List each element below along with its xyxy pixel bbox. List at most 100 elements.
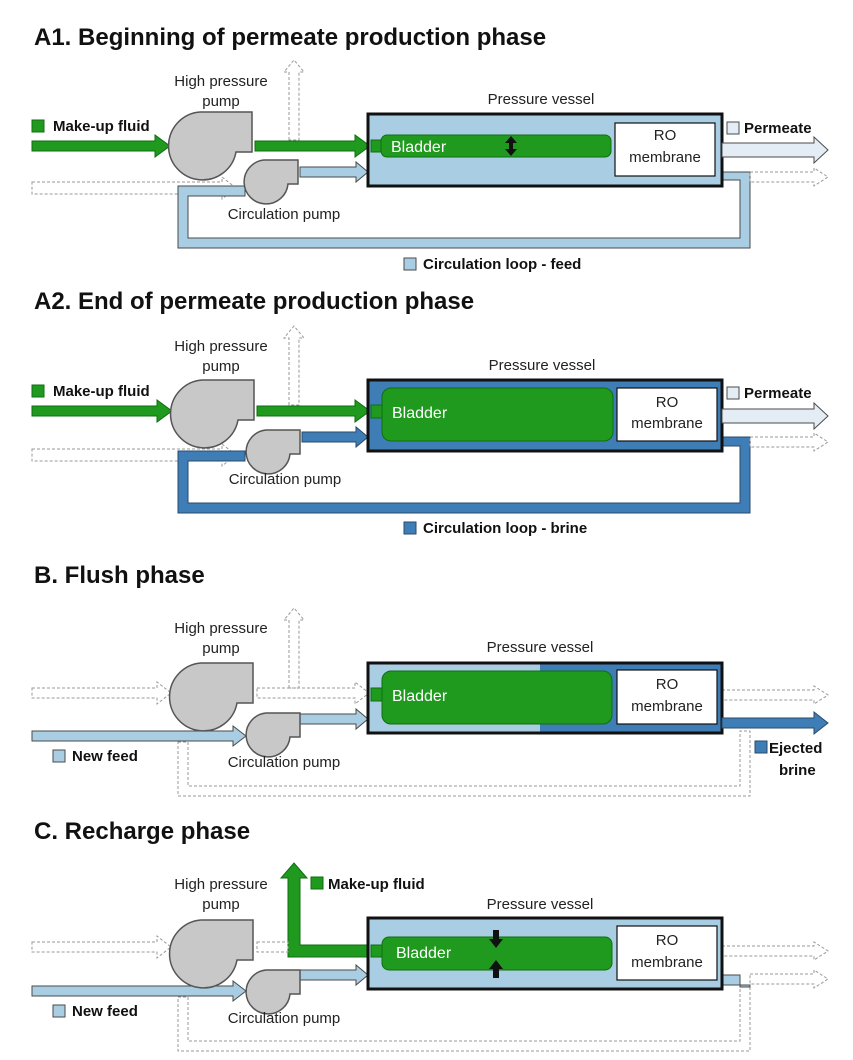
inactive-circulation-loop <box>177 730 751 797</box>
high-pressure-pump <box>168 919 254 989</box>
circulation-pump-label: Circulation pump <box>228 754 341 771</box>
bladder-compress-up-icon <box>489 960 503 978</box>
makeup-legend-swatch <box>310 876 324 890</box>
bladder-valve <box>370 404 383 419</box>
inactive-outlet-arrow-right <box>721 941 829 961</box>
circulation-outlet-arrow <box>301 425 369 449</box>
makeup-return-arrow <box>279 862 369 958</box>
ro-membrane <box>616 669 718 725</box>
circulation-pump <box>245 969 301 1015</box>
inactive-outlet-arrow <box>282 325 306 406</box>
makeup-inlet-arrow <box>31 399 173 423</box>
ro-label-2: membrane <box>629 149 701 166</box>
hp-pump-label-2: pump <box>202 640 240 657</box>
circulation-return <box>721 974 751 988</box>
loop-legend-swatch <box>403 257 417 271</box>
circulation-loop <box>177 171 751 249</box>
permeate-legend-swatch <box>726 121 740 135</box>
hp-pump-label-2: pump <box>202 896 240 913</box>
makeup-legend-swatch <box>31 384 45 398</box>
bladder-valve <box>370 687 383 702</box>
bladder-compress-down-icon <box>489 930 503 948</box>
circulation-pump <box>245 712 301 758</box>
new-feed-label: New feed <box>72 1003 138 1020</box>
bladder-label: Bladder <box>396 945 452 962</box>
ro-label-1: RO <box>656 394 679 411</box>
inactive-inlet-arrow <box>31 934 172 960</box>
panel-a1: A1. Beginning of permeate production pha… <box>31 24 829 273</box>
inactive-outlet-arrow-right <box>721 685 829 705</box>
bladder <box>380 134 612 158</box>
circulation-outlet-arrow <box>299 963 369 987</box>
loop-legend-swatch <box>403 521 417 535</box>
makeup-label: Make-up fluid <box>328 876 425 893</box>
bladder-valve <box>370 139 382 153</box>
vessel-label: Pressure vessel <box>487 639 594 656</box>
makeup-legend-swatch <box>31 119 45 133</box>
vessel-label: Pressure vessel <box>487 896 594 913</box>
high-pressure-pump <box>169 379 255 449</box>
ro-label-2: membrane <box>631 954 703 971</box>
panel-title: A1. Beginning of permeate production pha… <box>34 24 546 51</box>
panel-a2: A2. End of permeate production phase Bla… <box>31 288 829 537</box>
hp-pump-label-1: High pressure <box>174 73 267 90</box>
loop-label: Circulation loop - brine <box>423 520 587 537</box>
ro-label-1: RO <box>654 127 677 144</box>
ro-membrane <box>614 122 716 177</box>
circulation-loop <box>177 436 751 514</box>
bladder <box>381 670 613 725</box>
inactive-hp-outlet-arrow <box>256 680 370 706</box>
hp-pump-label-1: High pressure <box>174 620 267 637</box>
hp-pump-label-2: pump <box>202 93 240 110</box>
inactive-outlet-arrow-right-2 <box>749 969 829 989</box>
makeup-label: Make-up fluid <box>53 118 150 135</box>
ejected-brine-label-2: brine <box>779 762 816 779</box>
bladder-label: Bladder <box>392 405 448 422</box>
panel-c: C. Recharge phase Bladder RO membrane Hi… <box>31 818 829 1052</box>
bladder <box>381 387 614 442</box>
ro-label-1: RO <box>656 676 679 693</box>
circulation-pump-label: Circulation pump <box>229 471 342 488</box>
circulation-pump-label: Circulation pump <box>228 206 341 223</box>
permeate-arrow <box>721 401 829 431</box>
hp-outlet-arrow <box>256 399 371 423</box>
new-feed-legend-swatch <box>52 749 66 763</box>
ro-membrane <box>616 387 718 442</box>
permeate-arrow <box>721 135 829 165</box>
ro-label-2: membrane <box>631 698 703 715</box>
inactive-outlet-arrow-right <box>749 167 829 187</box>
circulation-outlet-arrow <box>299 707 369 731</box>
inactive-hp-outlet-arrow <box>256 941 289 953</box>
hp-pump-label-2: pump <box>202 358 240 375</box>
inactive-outlet-arrow <box>282 607 306 689</box>
vessel-label: Pressure vessel <box>488 91 595 108</box>
panel-title: B. Flush phase <box>34 562 205 589</box>
ejected-brine-legend-swatch <box>754 740 768 754</box>
high-pressure-pump <box>167 111 253 181</box>
pressure-vessel <box>366 661 724 735</box>
inactive-inlet-arrow <box>31 680 172 706</box>
permeate-label: Permeate <box>744 120 812 137</box>
ro-label-1: RO <box>656 932 679 949</box>
ejected-brine-arrow <box>721 710 829 736</box>
makeup-inlet-arrow <box>31 134 171 158</box>
ro-label-2: membrane <box>631 415 703 432</box>
hp-pump-label-1: High pressure <box>174 876 267 893</box>
loop-label: Circulation loop - feed <box>423 256 581 273</box>
circulation-pump-label: Circulation pump <box>228 1010 341 1027</box>
new-feed-arrow <box>31 724 247 748</box>
panel-title: A2. End of permeate production phase <box>34 288 474 315</box>
hp-pump-label-1: High pressure <box>174 338 267 355</box>
new-feed-legend-swatch <box>52 1004 66 1018</box>
high-pressure-pump <box>168 662 254 732</box>
hp-outlet-arrow <box>254 134 371 158</box>
circulation-pump <box>243 159 299 205</box>
inactive-outlet-arrow <box>282 59 306 141</box>
makeup-label: Make-up fluid <box>53 383 150 400</box>
circulation-pump <box>245 429 301 475</box>
permeate-label: Permeate <box>744 385 812 402</box>
bladder-valve <box>370 944 383 958</box>
bladder-expand-icon <box>505 136 517 156</box>
panel-b: B. Flush phase Bladder RO membrane High … <box>31 562 829 797</box>
inactive-outlet-arrow-right <box>749 432 829 452</box>
